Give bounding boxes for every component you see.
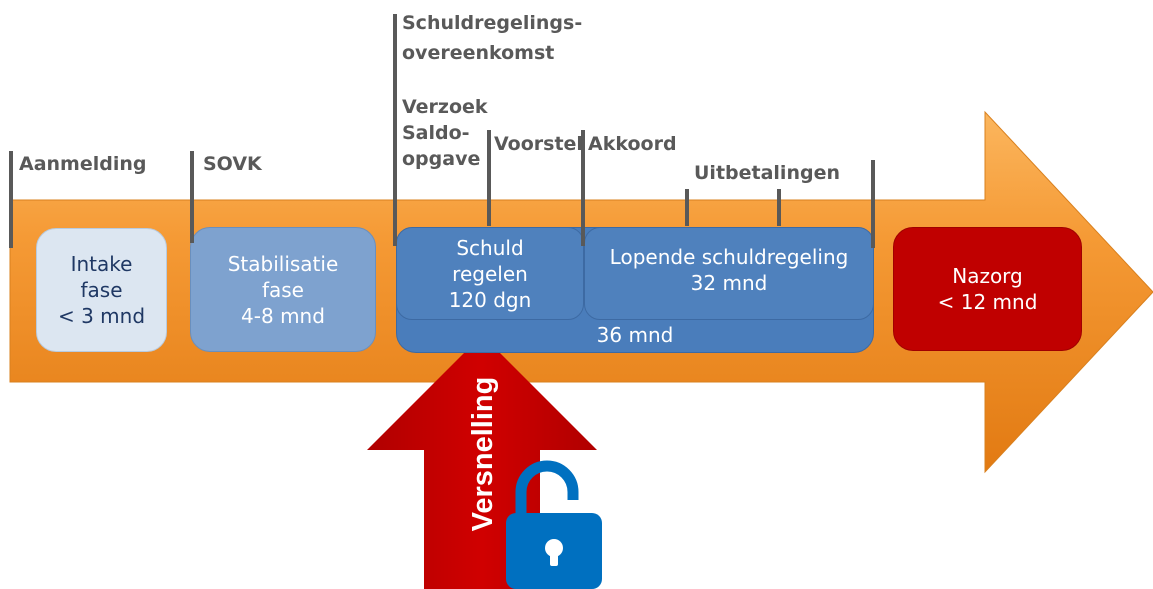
voorstel-label: Voorstel bbox=[494, 133, 583, 155]
uitbetalingen-tick-1 bbox=[685, 189, 689, 226]
sovk-label: SOVK bbox=[203, 153, 262, 175]
schuld-regelen-box: Schuld regelen 120 dgn bbox=[396, 227, 584, 320]
akkoord-label: Akkoord bbox=[588, 133, 677, 155]
akkoord-tick bbox=[581, 130, 585, 246]
voorstel-tick bbox=[487, 130, 491, 226]
intake-phase-box: Intake fase < 3 mnd bbox=[36, 228, 167, 352]
uitbetalingen-tick-end bbox=[871, 160, 875, 248]
schuldregelingsovereenkomst-tick bbox=[393, 14, 397, 246]
stabilisatie-phase-box: Stabilisatie fase 4-8 mnd bbox=[190, 227, 376, 352]
total-duration-label: 36 mnd bbox=[596, 323, 674, 347]
aanmelding-label: Aanmelding bbox=[19, 153, 147, 175]
versnelling-label: Versnelling bbox=[467, 376, 499, 532]
verzoek-saldo-label: Verzoek Saldo- opgave bbox=[402, 96, 488, 170]
uitbetalingen-label: Uitbetalingen bbox=[694, 162, 840, 184]
lopende-schuldregeling-box: Lopende schuldregeling 32 mnd bbox=[584, 227, 874, 320]
nazorg-phase-box: Nazorg < 12 mnd bbox=[893, 227, 1082, 351]
uitbetalingen-tick-2 bbox=[777, 189, 781, 226]
schuldregelingsovereenkomst-label: Schuldregelings- overeenkomst bbox=[402, 12, 583, 64]
aanmelding-tick bbox=[9, 151, 13, 248]
sovk-tick bbox=[190, 151, 194, 243]
unlocked-padlock-icon bbox=[506, 460, 602, 589]
